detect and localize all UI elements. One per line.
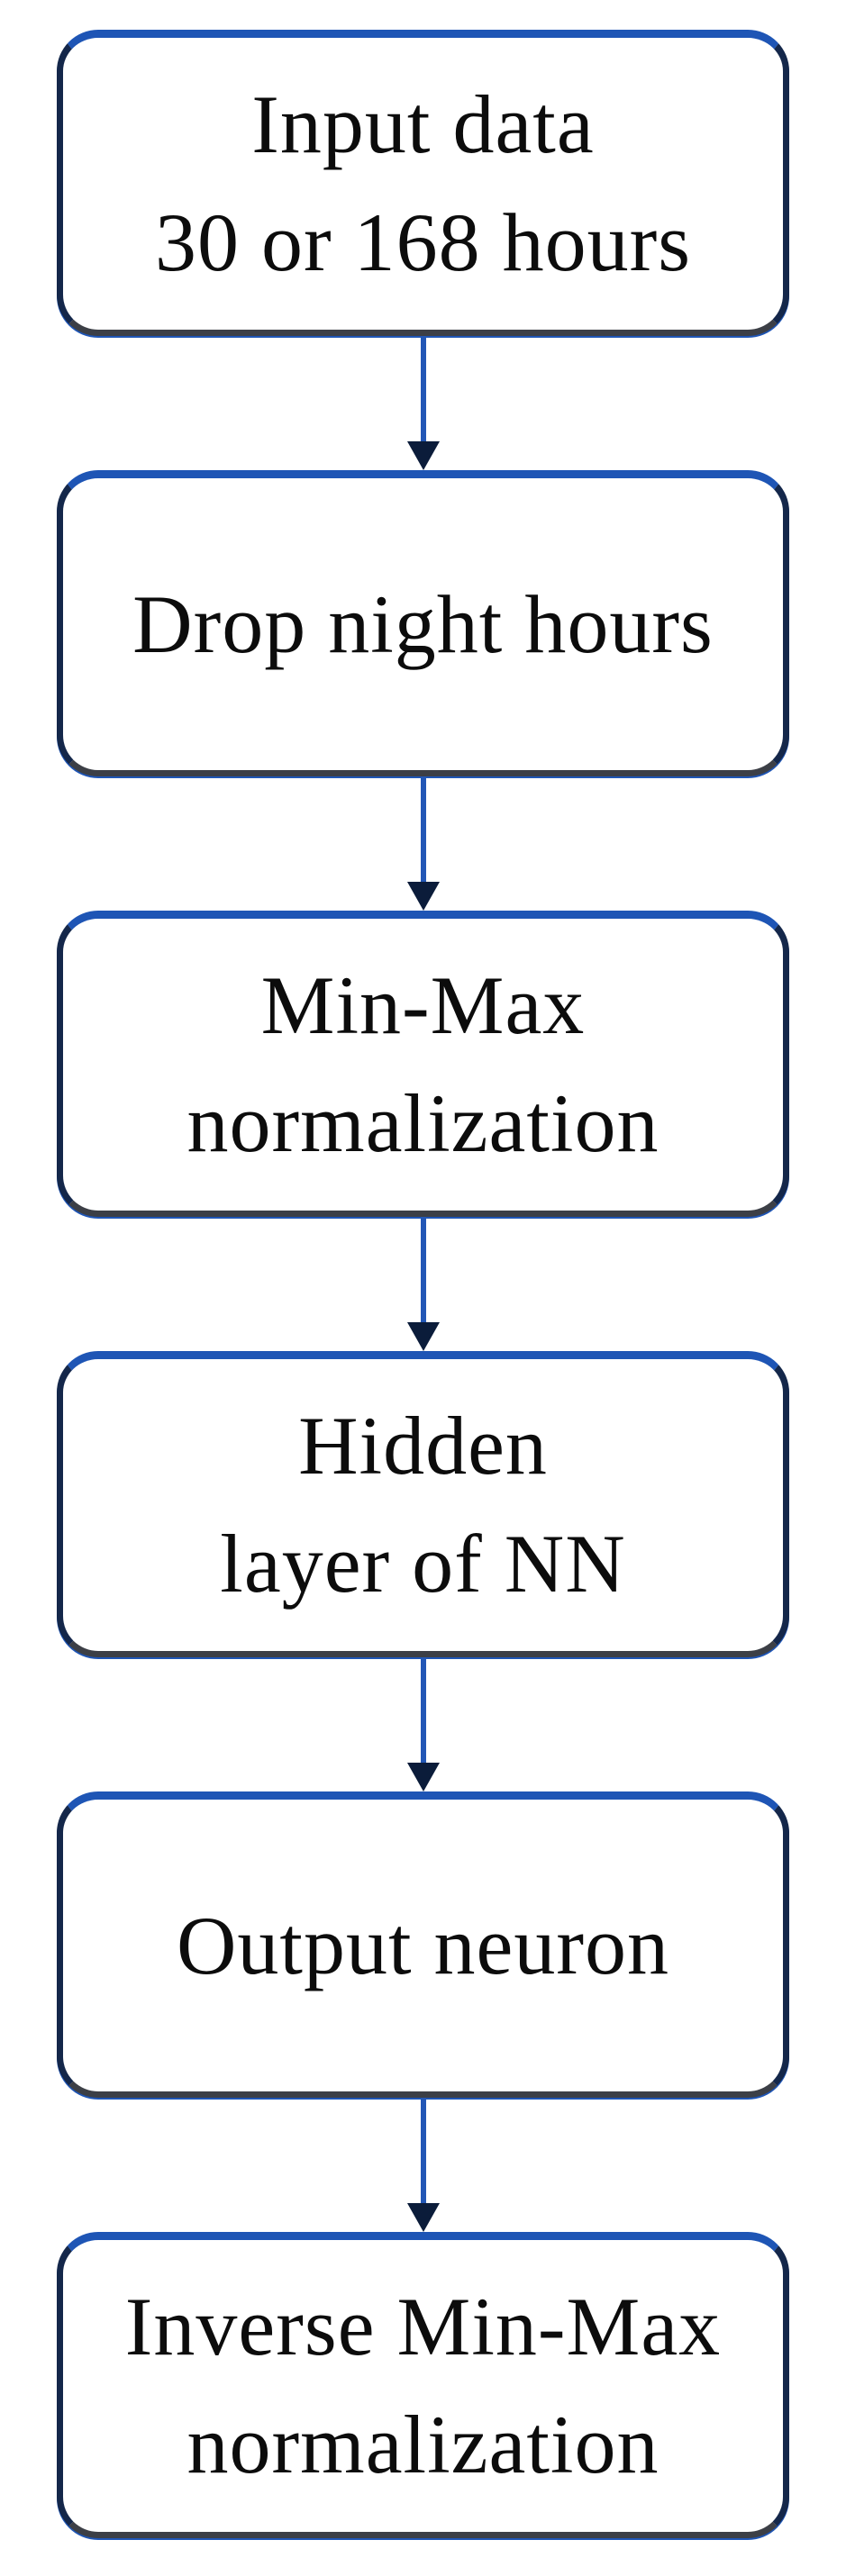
node-label: Hidden layer of NN (220, 1400, 626, 1610)
flow-node-hidden-layer-of-nn: Hidden layer of NN (57, 1351, 789, 1657)
flow-node-input-data: Input data 30 or 168 hours (57, 30, 789, 336)
arrow-head-icon (406, 1763, 440, 1791)
connector-arrow-input-data-to-drop-night-hours (406, 336, 440, 470)
arrow-line (420, 336, 426, 442)
connector-arrow-drop-night-hours-to-min-max-normalization (406, 776, 440, 911)
arrow-head-icon (406, 1322, 440, 1351)
connector-arrow-hidden-layer-of-nn-to-output-neuron (406, 1657, 440, 1791)
flow-node-min-max-normalization: Min-Max normalization (57, 911, 789, 1217)
node-label: Drop night hours (132, 577, 714, 670)
flow-node-output-neuron: Output neuron (57, 1791, 789, 2098)
node-label: Input data 30 or 168 hours (154, 78, 692, 288)
node-label: Min-Max normalization (186, 959, 660, 1169)
connector-arrow-output-neuron-to-inverse-min-max-normalization (406, 2098, 440, 2232)
flow-node-inverse-min-max-normalization: Inverse Min-Max normalization (57, 2232, 789, 2538)
arrow-line (420, 776, 426, 883)
arrow-line (420, 1657, 426, 1764)
arrow-head-icon (406, 441, 440, 470)
arrow-head-icon (406, 2203, 440, 2232)
arrow-line (420, 1217, 426, 1323)
connector-arrow-min-max-normalization-to-hidden-layer-of-nn (406, 1217, 440, 1351)
arrow-head-icon (406, 882, 440, 911)
arrow-line (420, 2098, 426, 2204)
node-label: Output neuron (176, 1899, 670, 1991)
node-label: Inverse Min-Max normalization (124, 2281, 722, 2490)
flow-node-drop-night-hours: Drop night hours (57, 470, 789, 776)
